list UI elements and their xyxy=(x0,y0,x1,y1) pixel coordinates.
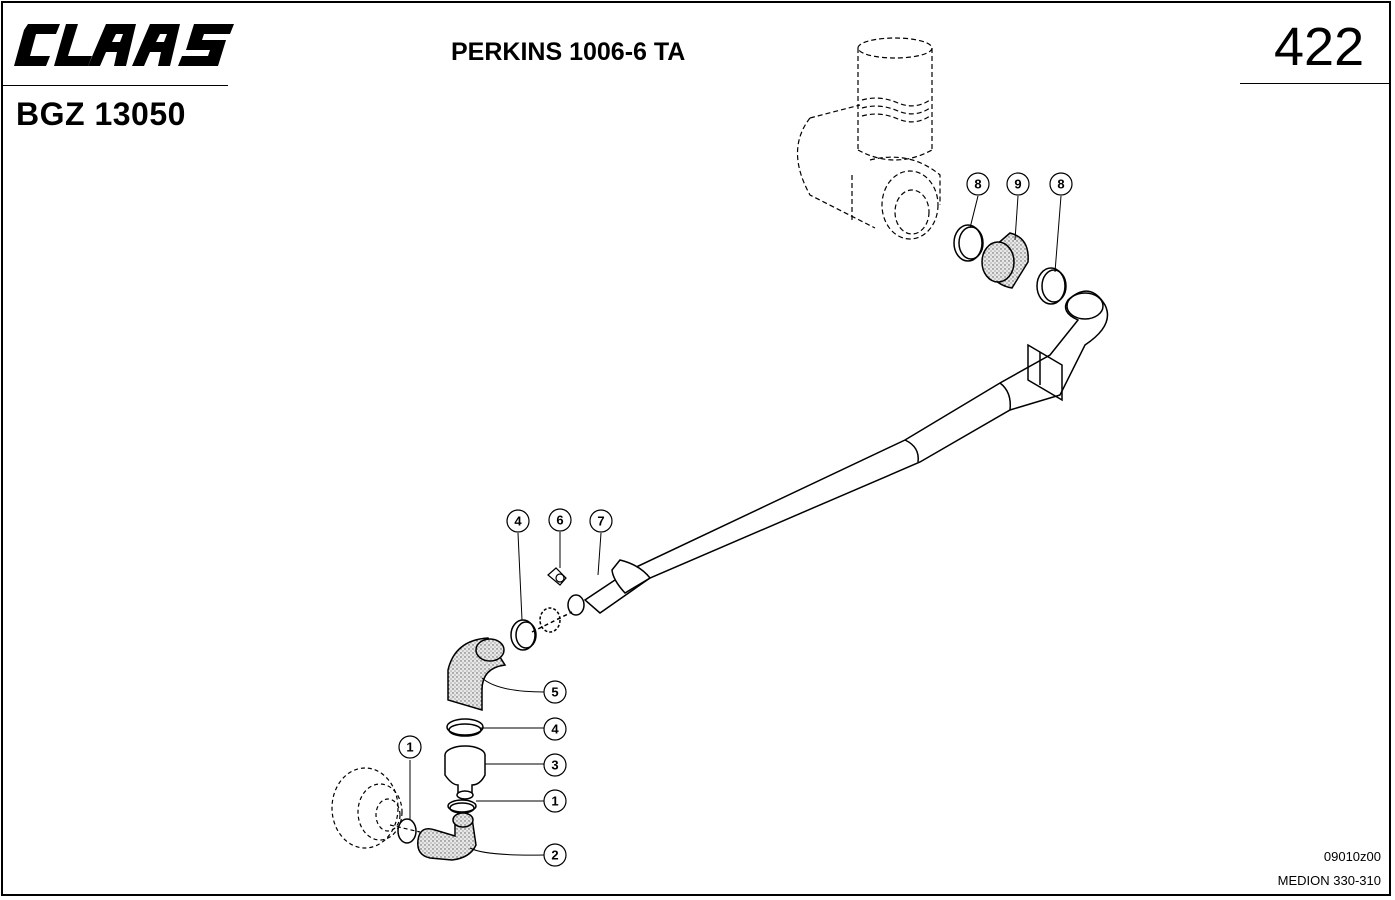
callout-1a: 1 xyxy=(398,735,422,759)
svg-text:1: 1 xyxy=(551,794,558,809)
header-rule-right xyxy=(1240,83,1390,84)
callout-8b: 8 xyxy=(1049,172,1073,196)
drawing-code: 09010z00 xyxy=(1323,849,1381,864)
callout-4a: 4 xyxy=(506,509,530,533)
clamp-1-center xyxy=(447,799,477,814)
svg-text:1: 1 xyxy=(406,740,413,755)
clamp-4-upper xyxy=(510,607,573,651)
engine-title: PERKINS 1006-6 TA xyxy=(451,38,686,66)
turbocharger xyxy=(331,767,421,849)
svg-text:4: 4 xyxy=(551,722,559,737)
callout-3: 3 xyxy=(543,753,567,777)
group-code: BGZ 13050 xyxy=(16,96,186,132)
callout-6: 6 xyxy=(548,508,572,532)
elbow-hose-2 xyxy=(417,812,477,861)
elbow-hose-5 xyxy=(447,637,507,712)
nozzle-6 xyxy=(547,567,567,586)
svg-text:6: 6 xyxy=(556,513,563,528)
svg-text:9: 9 xyxy=(1014,177,1021,192)
svg-text:7: 7 xyxy=(597,514,604,529)
leader-lines xyxy=(409,195,1062,856)
callouts: 1 1 2 3 4 4 5 6 7 8 9 8 xyxy=(398,172,1073,867)
clamp-8-upper xyxy=(953,224,984,262)
svg-text:3: 3 xyxy=(551,758,558,773)
intake-pipe-7 xyxy=(567,290,1109,616)
callout-4b: 4 xyxy=(543,717,567,741)
reducer-3 xyxy=(444,745,486,800)
claas-logo xyxy=(14,24,234,66)
callout-9: 9 xyxy=(1006,172,1030,196)
model-code: MEDION 330-310 xyxy=(1277,873,1381,888)
svg-text:5: 5 xyxy=(551,685,558,700)
callout-8a: 8 xyxy=(966,172,990,196)
sleeve-9 xyxy=(981,232,1029,289)
callout-7: 7 xyxy=(589,509,613,533)
callout-1b: 1 xyxy=(543,789,567,813)
svg-text:8: 8 xyxy=(1057,177,1064,192)
callout-2: 2 xyxy=(543,843,567,867)
svg-text:2: 2 xyxy=(551,848,558,863)
header-rule-left xyxy=(3,85,228,86)
svg-text:4: 4 xyxy=(514,514,522,529)
callout-5: 5 xyxy=(543,680,567,704)
clamp-8-right xyxy=(1036,267,1067,305)
page-number: 422 xyxy=(1274,17,1365,77)
clamp-1-left xyxy=(397,818,417,844)
air-filter-housing xyxy=(796,37,941,240)
svg-text:8: 8 xyxy=(974,177,981,192)
clamp-4-lower xyxy=(446,718,484,737)
